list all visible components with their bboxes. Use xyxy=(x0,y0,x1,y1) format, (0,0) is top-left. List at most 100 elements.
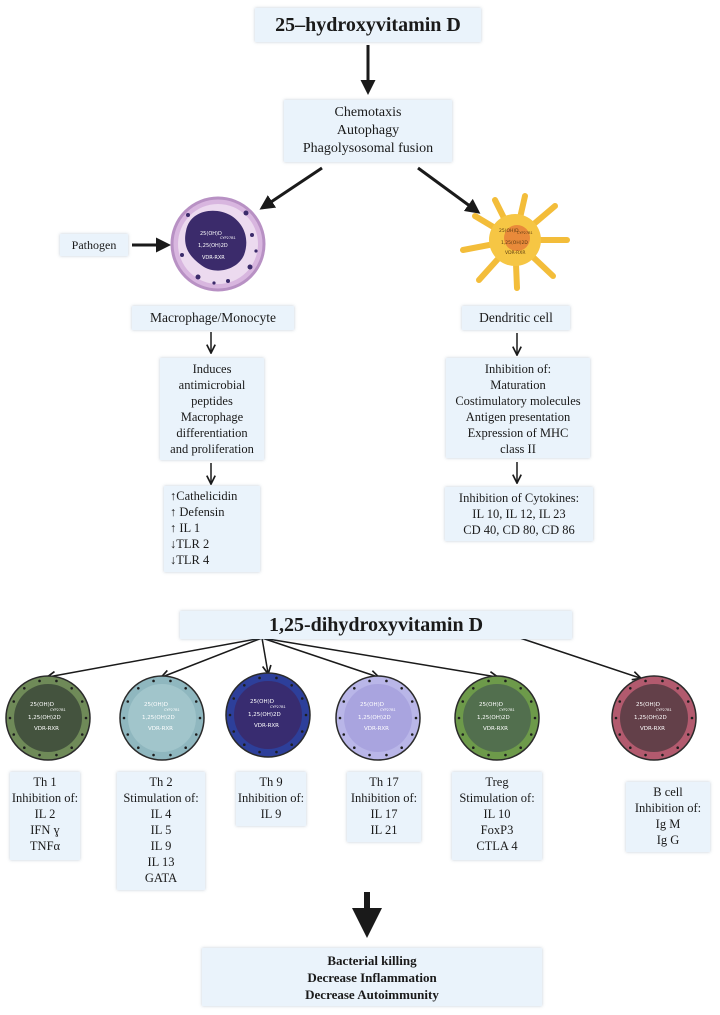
th2-granule xyxy=(184,746,187,750)
treg-granule xyxy=(461,733,465,736)
bcell-granule xyxy=(614,716,618,720)
macrophage-effect-line: differentiation xyxy=(176,426,248,440)
th1-granule xyxy=(70,686,73,690)
treg-box: Treg Stimulation of: IL 10 FoxP3 CTLA 4 xyxy=(452,772,542,860)
macrophage-effect-line: Induces xyxy=(192,362,232,376)
th9-line: IL 9 xyxy=(260,807,282,821)
treg-granule xyxy=(504,753,507,757)
bcell-granule xyxy=(644,753,647,757)
th17-granule xyxy=(400,746,403,750)
bcell-granule xyxy=(686,700,690,703)
th2-granule xyxy=(169,679,172,683)
arrow-to-th9 xyxy=(261,637,268,673)
th9-granule xyxy=(275,676,278,680)
bcell-granule xyxy=(686,733,690,736)
th17-box: Th 17 Inhibition of: IL 17 IL 21 xyxy=(347,772,421,842)
th2-box: Th 2 Stimulation of: IL 4 IL 5 IL 9 IL 1… xyxy=(117,772,205,890)
th9-granule xyxy=(290,683,293,687)
dendritic-cell-text-1: 25(OH)D xyxy=(499,228,519,234)
th2-line: IL 5 xyxy=(150,823,172,837)
bcell-granule xyxy=(629,686,632,690)
bcell-granule xyxy=(676,686,679,690)
treg-granule xyxy=(472,686,475,690)
treg-line: Stimulation of: xyxy=(459,791,535,805)
cytokines-line: CD 40, CD 80, CD 86 xyxy=(463,523,575,537)
treg-line: IL 10 xyxy=(483,807,511,821)
th1-cell-label: CYP27B1 xyxy=(50,708,66,712)
bcell-granule xyxy=(661,679,664,683)
th2-cell-label: 25(OH)D xyxy=(144,702,168,708)
th17-granule xyxy=(414,716,418,720)
first-effects-box: Chemotaxis Autophagy Phagolysosomal fusi… xyxy=(284,100,452,162)
dendritic-cell-text-2: CYP27B1 xyxy=(517,231,533,235)
outcome-decrease-inflammation: Decrease Inflammation xyxy=(307,970,437,985)
th17-granule xyxy=(342,700,346,703)
th1-granule xyxy=(12,700,16,703)
arrow-to-treg xyxy=(261,637,497,677)
bcell-granule xyxy=(618,700,622,703)
bcell-cell-label: 1,25(OH)2D xyxy=(634,715,667,721)
th9-granule xyxy=(258,676,261,680)
th17-granule xyxy=(368,753,371,757)
treg-granule xyxy=(487,753,490,757)
th1-granule xyxy=(23,686,26,690)
th9-cell-label: VDR-RXR xyxy=(254,723,279,729)
effect-phagolysosomal: Phagolysosomal fusion xyxy=(302,141,434,156)
macrophage-effect-line: antimicrobial xyxy=(178,378,246,392)
marker-tlr2: ↓TLR 2 xyxy=(170,537,210,551)
th1-line: TNFα xyxy=(29,839,61,853)
outcomes-box: Bacterial killing Decrease Inflammation … xyxy=(202,948,542,1006)
macrophage-cell-text-2: CYP27B1 xyxy=(220,236,236,240)
th2-granule xyxy=(122,716,126,720)
th17-granule xyxy=(410,700,414,703)
bcell-granule xyxy=(629,746,632,750)
th1-granule xyxy=(12,733,16,736)
treg-granule xyxy=(487,679,490,683)
th1-granule xyxy=(55,679,58,683)
th9-cell-label: 1,25(OH)2D xyxy=(248,712,281,718)
treg-cell-nucleus xyxy=(463,684,531,752)
th1-granule xyxy=(55,753,58,757)
arrow-to-dendritic xyxy=(417,166,481,214)
th2-granule xyxy=(184,686,187,690)
th9-granule xyxy=(228,713,232,717)
th9-granule xyxy=(232,730,236,733)
macrophage-label: Macrophage/Monocyte xyxy=(132,306,294,330)
dendritic-effect-line: Expression of MHC xyxy=(467,426,569,440)
macrophage-effects-box: Induces antimicrobial peptides Macrophag… xyxy=(160,358,264,460)
th1-granule xyxy=(70,746,73,750)
treg-cell-label: 1,25(OH)2D xyxy=(477,715,510,721)
th2-granule xyxy=(137,686,140,690)
treg-line: CTLA 4 xyxy=(476,839,518,853)
treg-granule xyxy=(457,716,461,720)
dendritic-effect-line: Inhibition of: xyxy=(484,362,552,376)
th17-line: IL 21 xyxy=(370,823,398,837)
cytokines-line: IL 10, IL 12, IL 23 xyxy=(472,507,566,521)
bcell-cell-label: VDR-RXR xyxy=(640,726,665,732)
treg-line: FoxP3 xyxy=(480,823,514,837)
th17-granule xyxy=(385,679,388,683)
th17-granule xyxy=(368,679,371,683)
dendritic-effect-line: Costimulatory molecules xyxy=(455,394,581,408)
th2-line: IL 4 xyxy=(150,807,172,821)
th1-granule xyxy=(80,700,84,703)
arrow-to-bcell xyxy=(519,637,640,678)
th2-granule xyxy=(152,679,155,683)
treg-cell-label: 25(OH)D xyxy=(479,702,503,708)
th1-line: Th 1 xyxy=(33,775,57,789)
treg-cell-label: VDR-RXR xyxy=(483,726,508,732)
th9-granule xyxy=(258,750,261,754)
arrow-to-th17 xyxy=(261,637,378,677)
macrophage-nucleus xyxy=(185,210,247,271)
th9-cell-label: CYP27B1 xyxy=(270,705,286,709)
treg-granule xyxy=(533,716,537,720)
mid-title: 1,25-dihydroxyvitamin D xyxy=(180,611,572,639)
th1-granule xyxy=(38,679,41,683)
th9-line: Th 9 xyxy=(259,775,283,789)
th2-granule xyxy=(137,746,140,750)
th9-granule xyxy=(243,743,246,747)
bcell-line: Inhibition of: xyxy=(634,801,702,815)
th1-cell-label: VDR-RXR xyxy=(34,726,59,732)
